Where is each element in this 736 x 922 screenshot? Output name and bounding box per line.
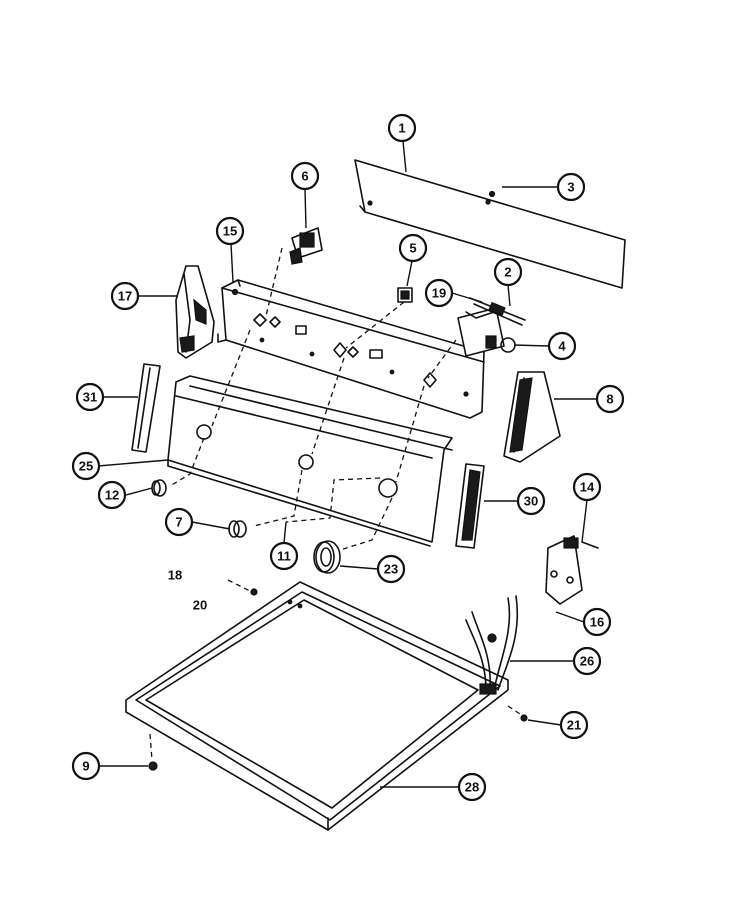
part-left-trim bbox=[131, 363, 161, 453]
callout-9: 9 bbox=[71, 751, 101, 781]
callout-17: 17 bbox=[110, 281, 140, 311]
callout-3: 3 bbox=[556, 172, 586, 202]
callout-25: 25 bbox=[71, 451, 101, 481]
part-rear-panel bbox=[354, 159, 626, 289]
callout-2: 2 bbox=[493, 257, 523, 287]
part-right-end-cap bbox=[503, 371, 561, 463]
callout-14: 14 bbox=[572, 472, 602, 502]
part-right-trim bbox=[455, 463, 485, 549]
callout-19: 19 bbox=[424, 278, 454, 308]
svg-text:31: 31 bbox=[83, 390, 97, 405]
svg-text:5: 5 bbox=[409, 241, 416, 256]
callout-8: 8 bbox=[595, 384, 625, 414]
part-left-end-cap bbox=[175, 265, 215, 359]
svg-text:28: 28 bbox=[465, 780, 479, 795]
part-console-panel bbox=[217, 279, 485, 419]
part-wiring-bracket bbox=[545, 535, 599, 605]
svg-text:2: 2 bbox=[504, 265, 511, 280]
svg-text:17: 17 bbox=[118, 289, 132, 304]
callout-7: 7 bbox=[164, 507, 194, 537]
part-wire-harness bbox=[465, 595, 518, 695]
svg-text:3: 3 bbox=[567, 180, 574, 195]
svg-text:4: 4 bbox=[558, 339, 566, 354]
callout-1: 1 bbox=[387, 113, 417, 143]
part-knob-23 bbox=[313, 540, 341, 574]
callout-23: 23 bbox=[376, 554, 406, 584]
assembly-guide-lines bbox=[169, 247, 457, 551]
callout-31: 31 bbox=[75, 382, 105, 412]
callout-15: 15 bbox=[215, 216, 245, 246]
callout-30: 30 bbox=[516, 486, 546, 516]
svg-text:25: 25 bbox=[79, 459, 93, 474]
label-20: 20 bbox=[193, 598, 207, 613]
svg-text:21: 21 bbox=[567, 718, 581, 733]
part-timer bbox=[457, 307, 516, 357]
callout-26: 26 bbox=[572, 646, 602, 676]
svg-text:16: 16 bbox=[590, 615, 604, 630]
svg-text:11: 11 bbox=[277, 549, 291, 564]
callout-12: 12 bbox=[97, 480, 127, 510]
svg-text:6: 6 bbox=[301, 169, 308, 184]
svg-text:12: 12 bbox=[105, 488, 119, 503]
callout-28: 28 bbox=[457, 772, 487, 802]
svg-text:14: 14 bbox=[580, 480, 595, 495]
part-switch-6 bbox=[289, 227, 323, 265]
callout-21: 21 bbox=[559, 710, 589, 740]
svg-text:8: 8 bbox=[606, 392, 613, 407]
part-leg-9 bbox=[148, 733, 158, 771]
part-control-panel-front bbox=[167, 375, 453, 547]
svg-text:30: 30 bbox=[524, 494, 538, 509]
svg-text:9: 9 bbox=[82, 759, 89, 774]
svg-text:23: 23 bbox=[384, 562, 398, 577]
svg-text:1: 1 bbox=[398, 121, 405, 136]
label-18: 18 bbox=[168, 568, 182, 583]
part-screw-18-20 bbox=[227, 579, 258, 596]
part-knob-12 bbox=[151, 479, 167, 497]
callout-4: 4 bbox=[547, 331, 577, 361]
callout-16: 16 bbox=[582, 607, 612, 637]
part-knob-7 bbox=[228, 520, 247, 538]
svg-text:19: 19 bbox=[432, 286, 446, 301]
callout-6: 6 bbox=[290, 161, 320, 191]
leader-lines bbox=[97, 140, 596, 788]
part-top-cover bbox=[125, 581, 509, 831]
part-screw-21 bbox=[507, 705, 528, 722]
part-switch-5 bbox=[397, 287, 413, 303]
callout-11: 11 bbox=[269, 541, 299, 571]
svg-text:7: 7 bbox=[175, 515, 182, 530]
callout-5: 5 bbox=[398, 233, 428, 263]
svg-text:15: 15 bbox=[223, 224, 237, 239]
svg-text:26: 26 bbox=[580, 654, 594, 669]
